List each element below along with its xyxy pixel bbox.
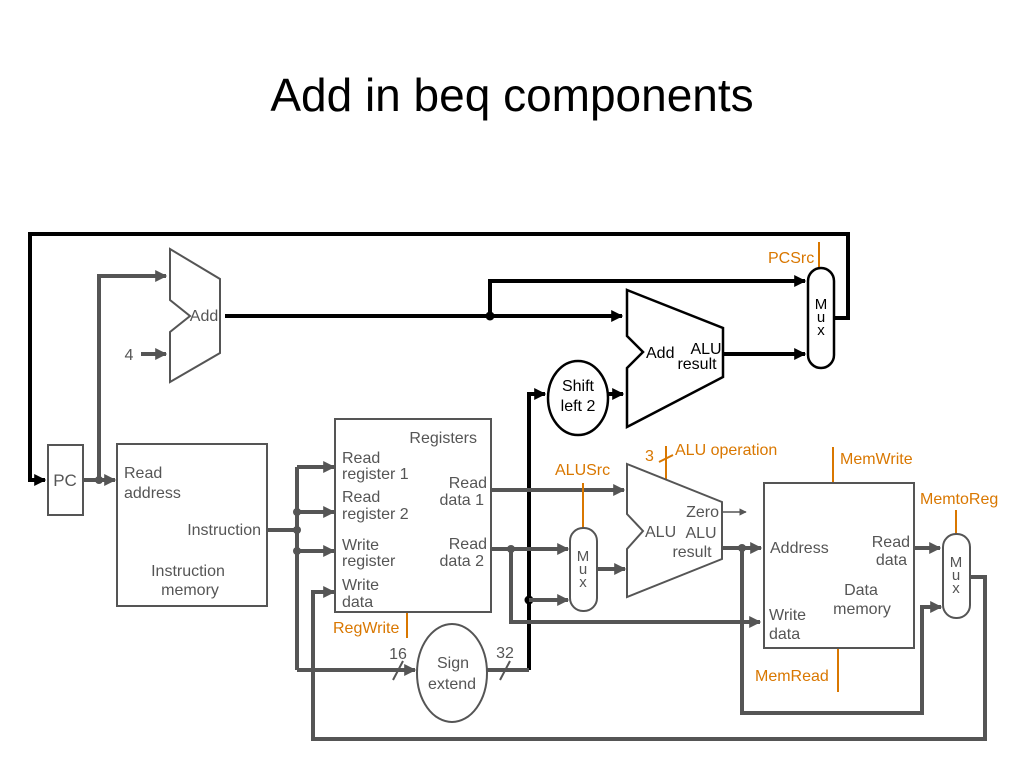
pcsrc-label: PCSrc <box>768 250 814 267</box>
reg-wr-b: register <box>342 553 396 570</box>
bits-32-label: 32 <box>496 645 514 662</box>
branch-wires <box>28 232 850 670</box>
dmem-rd-a: Read <box>872 534 910 551</box>
registers-title: Registers <box>409 430 477 447</box>
pcsrc-mux-x: x <box>817 322 825 339</box>
slide-title: Add in beq components <box>270 69 754 121</box>
reg-rr2-a: Read <box>342 489 380 506</box>
pc-label: PC <box>53 471 77 490</box>
pc-adder-label: Add <box>190 308 218 325</box>
shift-label-2: left 2 <box>561 398 596 415</box>
reg-wd-a: Write <box>342 577 379 594</box>
aluop-bits-label: 3 <box>645 448 654 465</box>
imem-name-2: memory <box>161 582 219 599</box>
wire-pc4-to-mux <box>488 275 807 316</box>
register-file <box>334 418 492 613</box>
reg-rr2-b: register 2 <box>342 506 409 523</box>
alu-zero-label: Zero <box>686 504 719 521</box>
wire-alu-bypass <box>740 548 943 715</box>
memtoreg-mux <box>942 533 971 619</box>
alusrc-mux-x: x <box>579 574 587 591</box>
reg-rd1-a: Read <box>449 475 487 492</box>
shift-label-1: Shift <box>562 378 595 395</box>
alu-alu-label: ALU <box>685 525 716 542</box>
const-4-label: 4 <box>125 347 134 364</box>
branch-adder-result-label: result <box>677 356 717 373</box>
dmem-name-2: memory <box>833 601 891 618</box>
sign-extend-label-1: Sign <box>437 655 469 672</box>
branch-adder <box>625 288 725 430</box>
bits-16-label: 16 <box>389 646 407 663</box>
alusrc-mux-m: M <box>577 548 590 565</box>
reg-wr-a: Write <box>342 537 379 554</box>
pc-adder <box>169 247 221 384</box>
wire-next-pc <box>28 232 850 486</box>
imem-read-label: Read <box>124 465 162 482</box>
dmem-address-label: Address <box>770 540 829 557</box>
alusrc-mux <box>569 527 598 612</box>
reg-rr1-b: register 1 <box>342 466 409 483</box>
wire-writeback <box>311 575 987 741</box>
pcsrc-mux <box>806 266 836 370</box>
bus-slash-32 <box>499 660 511 681</box>
data-memory <box>763 482 915 649</box>
sign-extend-label-2: extend <box>428 676 476 693</box>
imem-name-1: Instruction <box>151 563 225 580</box>
dmem-wd-b: data <box>769 626 800 643</box>
branch-adder-alu-label: ALU <box>690 341 721 358</box>
pc-register <box>47 444 84 516</box>
wire-pc-to-add <box>97 270 168 480</box>
pcsrc-mux-u: u <box>817 309 825 326</box>
regwrite-label: RegWrite <box>333 620 399 637</box>
memtoreg-mux-x: x <box>952 580 960 597</box>
reg-rd2-b: data 2 <box>440 553 485 570</box>
memtoreg-mux-u: u <box>952 567 960 584</box>
reg-rr1-a: Read <box>342 450 380 467</box>
junction-pc4 <box>485 311 495 321</box>
wire-signext-to-shift <box>527 388 547 670</box>
memread-label: MemRead <box>755 668 829 685</box>
dmem-name-1: Data <box>844 582 878 599</box>
wire-rd2-to-dmem <box>509 549 762 628</box>
alu-result-label: result <box>672 544 712 561</box>
alu-label: ALU <box>645 524 676 541</box>
aluop-slash <box>658 454 674 463</box>
shift-left-2 <box>546 359 610 437</box>
instruction-memory <box>116 443 268 607</box>
alu <box>626 462 723 599</box>
memwrite-label: MemWrite <box>840 451 913 468</box>
reg-wd-b: data <box>342 594 373 611</box>
control-lines <box>406 242 957 692</box>
pcsrc-mux-m: M <box>815 296 828 313</box>
memtoreg-mux-m: M <box>950 554 963 571</box>
bus-slash-16 <box>392 660 404 681</box>
alusrc-label: ALUSrc <box>555 462 610 479</box>
imem-address-label: address <box>124 485 181 502</box>
imem-instruction-label: Instruction <box>187 522 261 539</box>
sign-extend <box>416 623 488 723</box>
datapath-wires <box>84 270 987 741</box>
memtoreg-label: MemtoReg <box>920 491 998 508</box>
reg-rd2-a: Read <box>449 536 487 553</box>
dmem-rd-b: data <box>876 552 907 569</box>
dmem-wd-a: Write <box>769 607 806 624</box>
alusrc-mux-u: u <box>579 561 587 578</box>
branch-adder-label: Add <box>646 345 674 362</box>
reg-rd1-b: data 1 <box>440 492 485 509</box>
aluop-label: ALU operation <box>675 442 777 459</box>
